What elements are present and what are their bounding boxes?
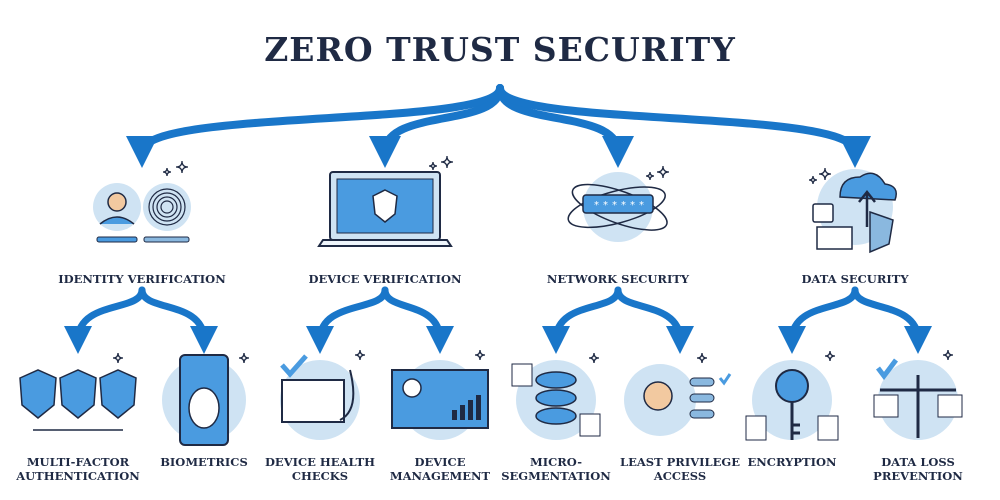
subcategory-label-1-1-line-2: AUTHENTICATION [16, 469, 140, 483]
subcategory-label-1-2-line-1: BIOMETRICS [160, 455, 248, 469]
svg-text:*: * [603, 200, 608, 211]
sub-connector-arrow-3-1 [542, 286, 622, 354]
sparkle-icon [112, 352, 124, 364]
subcategory-label-3-1-line-2: SEGMENTATION [501, 469, 611, 483]
sub-connector-arrow-4-1 [778, 286, 859, 354]
connector-arrow-2 [369, 84, 504, 168]
sub-connector-arrow-4-2 [851, 286, 932, 354]
sub-connector-arrow-1-1 [64, 286, 146, 354]
sparkle-icon [162, 167, 172, 177]
sparkle-icon [818, 167, 832, 181]
password-shield-globe-icon: * * * * * * [567, 165, 670, 242]
sparkle-icon [808, 175, 818, 185]
subcategory-label-3-2-line-2: ACCESS [653, 469, 707, 483]
sparkle-icon [474, 349, 486, 361]
multi-factor-shields-icon [19, 352, 137, 431]
category-label-4: DATA SECURITY [801, 272, 909, 286]
svg-text:*: * [594, 200, 599, 211]
svg-text:*: * [612, 200, 617, 211]
monitor-stethoscope-icon [280, 349, 366, 440]
gear-wrench-monitor-icon [391, 349, 489, 440]
subcategory-label-2-1-line-1: DEVICE HEALTH [264, 455, 376, 469]
sparkle-icon [238, 352, 250, 364]
subcategory-label-4-1-line-1: ENCRYPTION [747, 455, 837, 469]
connector-arrow-1 [126, 84, 504, 168]
sparkle-icon [588, 352, 600, 364]
subcategory-label-3-1: MICRO-SEGMENTATION [476, 455, 636, 483]
scales-documents-icon [873, 349, 963, 440]
sparkle-icon [354, 349, 366, 361]
sparkle-icon [656, 165, 670, 179]
subcategory-label-4-1: ENCRYPTION [712, 455, 872, 469]
sub-connector-arrow-1-2 [138, 286, 218, 354]
sparkle-icon [696, 352, 708, 364]
subcategory-label-2-2-line-1: DEVICE [414, 455, 466, 469]
user-permissions-icon [624, 352, 732, 436]
svg-text:*: * [621, 200, 626, 211]
sparkle-icon [428, 161, 438, 171]
svg-text:*: * [630, 200, 635, 211]
sub-connector-arrow-3-2 [614, 286, 694, 354]
face-scan-phone-icon [162, 352, 250, 446]
key-documents-icon [745, 350, 839, 441]
subcategory-label-1-2: BIOMETRICS [124, 455, 284, 469]
subcategory-label-3-1-line-1: MICRO- [529, 455, 583, 469]
subcategory-label-1-1-line-1: MULTI-FACTOR [26, 455, 130, 469]
identity-verification-icon [93, 160, 191, 243]
sub-connector-arrow-2-2 [381, 286, 454, 354]
sparkle-icon [645, 171, 655, 181]
server-database-icon [511, 352, 601, 440]
svg-text:*: * [639, 200, 644, 211]
subcategory-label-2-1-line-2: CHECKS [291, 469, 349, 483]
laptop-shield-icon [317, 155, 454, 247]
category-label-1: IDENTITY VERIFICATION [58, 272, 226, 286]
cloud-upload-lock-icon [808, 167, 897, 254]
category-label-3: NETWORK SECURITY [546, 272, 690, 286]
icon-background [143, 183, 191, 231]
subcategory-label-4-2-line-2: PREVENTION [873, 469, 963, 483]
diagram-title: ZERO TRUST SECURITY [264, 30, 736, 69]
subcategory-label-2-2-line-2: MANAGEMENT [389, 469, 491, 483]
subcategory-label-3-2-line-1: LEAST PRIVILEGE [620, 455, 740, 469]
sparkle-icon [942, 349, 954, 361]
sparkle-icon [824, 350, 836, 362]
sparkle-icon [440, 155, 454, 169]
connector-arrow-4 [496, 84, 871, 168]
sparkle-icon [175, 160, 189, 174]
sub-connector-arrow-2-1 [306, 286, 389, 354]
subcategory-label-4-2-line-1: DATA LOSS [881, 455, 955, 469]
category-label-2: DEVICE VERIFICATION [308, 272, 462, 286]
